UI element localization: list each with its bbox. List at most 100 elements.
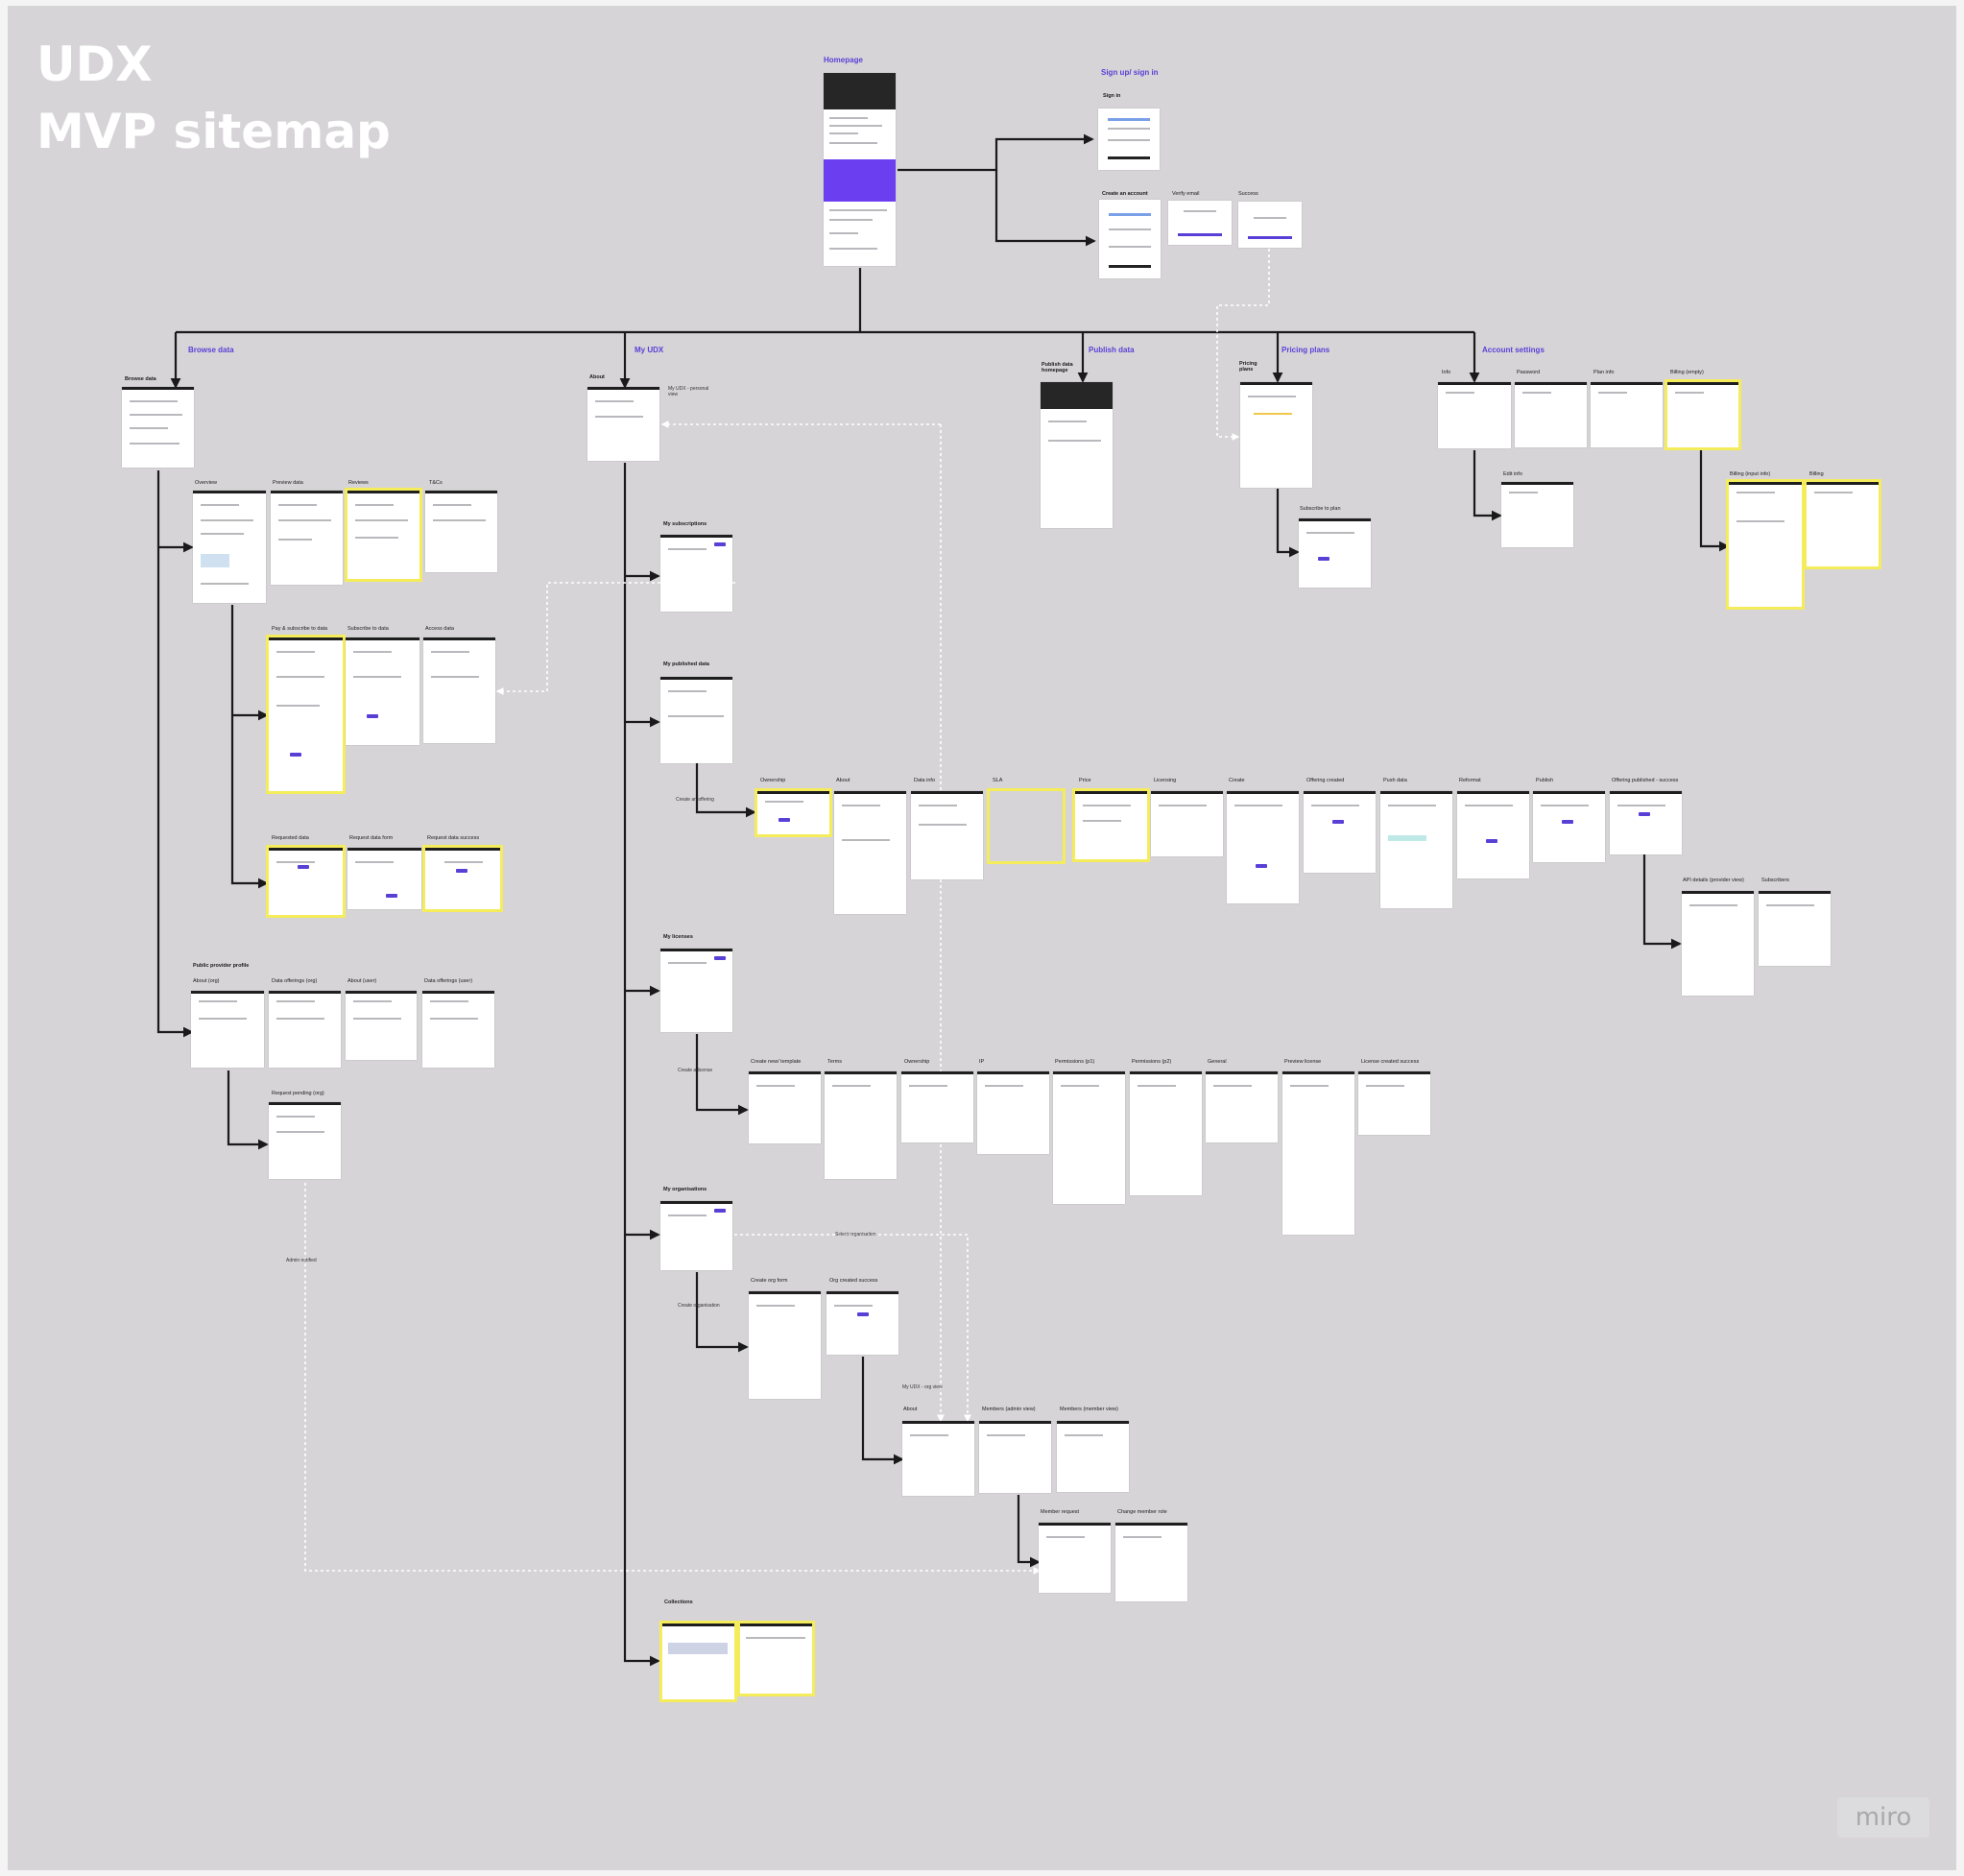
- frame-about[interactable]: [587, 387, 659, 461]
- frame-sign-in[interactable]: [1098, 108, 1160, 170]
- frame-collections[interactable]: [659, 1621, 737, 1702]
- frame-publish-step[interactable]: [1533, 791, 1605, 862]
- sitemap-title: UDX MVP sitemap: [36, 31, 391, 165]
- frame-org-created-success[interactable]: [826, 1291, 898, 1355]
- frame-request-data-success[interactable]: [422, 845, 503, 912]
- label-push-data: Push data: [1383, 778, 1407, 783]
- label-member-request: Member request: [1041, 1509, 1080, 1515]
- frame-offering-created[interactable]: [1304, 791, 1376, 873]
- frame-create[interactable]: [1227, 791, 1299, 903]
- frame-member-request[interactable]: [1039, 1523, 1111, 1593]
- dashed-admin-notified: [304, 1183, 1042, 1575]
- connector-profile-pending: [227, 1070, 269, 1150]
- frame-billing-empty[interactable]: [1665, 379, 1741, 450]
- frame-preview-license[interactable]: [1282, 1071, 1354, 1235]
- frame-subscribers[interactable]: [1759, 891, 1831, 966]
- frame-members-member[interactable]: [1057, 1421, 1129, 1492]
- frame-overview[interactable]: [193, 491, 266, 603]
- frame-requested-data[interactable]: [266, 845, 346, 918]
- frame-access-data[interactable]: [423, 637, 495, 743]
- frame-about-user[interactable]: [346, 991, 417, 1060]
- label-subscribers: Subscribers: [1761, 878, 1790, 883]
- frame-subscribe-to-plan[interactable]: [1299, 518, 1371, 588]
- label-plan-info: Plan info: [1593, 370, 1615, 375]
- frame-ownership[interactable]: [754, 788, 832, 837]
- frame-verify-email[interactable]: [1168, 201, 1232, 245]
- frame-create-account[interactable]: [1099, 200, 1161, 278]
- frame-billing-input[interactable]: [1726, 479, 1805, 610]
- frame-members-admin[interactable]: [979, 1421, 1051, 1493]
- frame-ownership-license[interactable]: [901, 1071, 973, 1142]
- frame-browse-data[interactable]: [122, 387, 194, 468]
- label-billing-empty: Billing (empty): [1670, 370, 1704, 375]
- title-line-1: UDX: [36, 36, 153, 92]
- connector-myudx-spine: [623, 463, 660, 1667]
- frame-api-details[interactable]: [1682, 891, 1754, 996]
- label-sign-in: Sign in: [1103, 93, 1121, 99]
- frame-data-info[interactable]: [911, 791, 983, 879]
- frame-permissions-p1[interactable]: [1053, 1071, 1125, 1204]
- frame-price[interactable]: [1072, 788, 1150, 862]
- label-password: Password: [1517, 370, 1541, 375]
- label-reformat: Reformat: [1459, 778, 1481, 783]
- homepage-feature-band: [824, 159, 896, 202]
- frame-password[interactable]: [1515, 382, 1587, 447]
- label-about: About: [589, 374, 605, 380]
- frame-info[interactable]: [1438, 382, 1511, 448]
- frame-offering-published[interactable]: [1610, 791, 1682, 854]
- frame-my-licenses[interactable]: [660, 949, 732, 1032]
- frame-about-org[interactable]: [191, 991, 264, 1068]
- frame-data-offerings-user[interactable]: [422, 991, 494, 1068]
- label-overview: Overview: [195, 480, 217, 486]
- frame-license-created-success[interactable]: [1358, 1071, 1430, 1135]
- frame-licensing[interactable]: [1151, 791, 1223, 856]
- label-billing-input: Billing (input info): [1730, 471, 1771, 477]
- frame-success[interactable]: [1238, 202, 1302, 248]
- frame-subscribe-to-data[interactable]: [346, 637, 419, 745]
- label-edit-info: Edit info: [1503, 471, 1522, 477]
- frame-reviews[interactable]: [345, 488, 422, 582]
- label-access-data: Access data: [425, 626, 454, 632]
- frame-plan-info[interactable]: [1591, 382, 1663, 447]
- frame-terms[interactable]: [825, 1071, 897, 1179]
- label-collections: Collections: [664, 1599, 693, 1605]
- frame-sla[interactable]: [987, 788, 1066, 864]
- frame-tcs[interactable]: [425, 491, 497, 572]
- frame-edit-info[interactable]: [1501, 482, 1573, 547]
- label-create-account: Create an account: [1102, 191, 1148, 197]
- frame-publish-data-homepage[interactable]: [1041, 382, 1113, 528]
- frame-my-organisations[interactable]: [660, 1201, 732, 1270]
- frame-push-data[interactable]: [1380, 791, 1452, 908]
- frame-create-org-form[interactable]: [749, 1291, 821, 1399]
- note-my-udx-personal: My UDX - personal view: [668, 386, 709, 397]
- frame-my-published-data[interactable]: [660, 677, 732, 763]
- label-success: Success: [1238, 191, 1258, 197]
- frame-ip[interactable]: [977, 1071, 1049, 1154]
- frame-pay-subscribe[interactable]: [266, 635, 346, 794]
- label-permissions-p1: Permissions (p1): [1055, 1059, 1095, 1065]
- frame-my-subscriptions[interactable]: [660, 535, 732, 612]
- label-preview-data: Preview data: [273, 480, 303, 486]
- dashed-subs-access: [495, 582, 735, 695]
- frame-permissions-p2[interactable]: [1130, 1071, 1202, 1195]
- label-pay-subscribe: Pay & subscribe to data: [272, 626, 328, 632]
- frame-request-data-form[interactable]: [347, 848, 421, 909]
- frame-reformat[interactable]: [1457, 791, 1529, 878]
- frame-about-org-view[interactable]: [902, 1421, 974, 1496]
- frame-billing[interactable]: [1804, 479, 1881, 569]
- frame-request-pending-org[interactable]: [269, 1102, 341, 1179]
- label-public-provider-profile: Public provider profile: [193, 963, 250, 969]
- frame-pricing-plans[interactable]: [1240, 382, 1312, 488]
- frame-general[interactable]: [1206, 1071, 1278, 1142]
- label-members-admin: Members (admin view): [982, 1407, 1036, 1412]
- label-my-licenses: My licenses: [663, 934, 693, 940]
- frame-collections-2[interactable]: [737, 1621, 815, 1696]
- frame-data-offerings-org[interactable]: [269, 991, 341, 1068]
- frame-about-step[interactable]: [834, 791, 906, 914]
- frame-create-new-template[interactable]: [749, 1071, 821, 1143]
- frame-preview-data[interactable]: [271, 491, 343, 585]
- frame-change-member-role[interactable]: [1115, 1523, 1187, 1601]
- frame-homepage[interactable]: [824, 73, 896, 266]
- connector-org-create: [695, 1272, 749, 1353]
